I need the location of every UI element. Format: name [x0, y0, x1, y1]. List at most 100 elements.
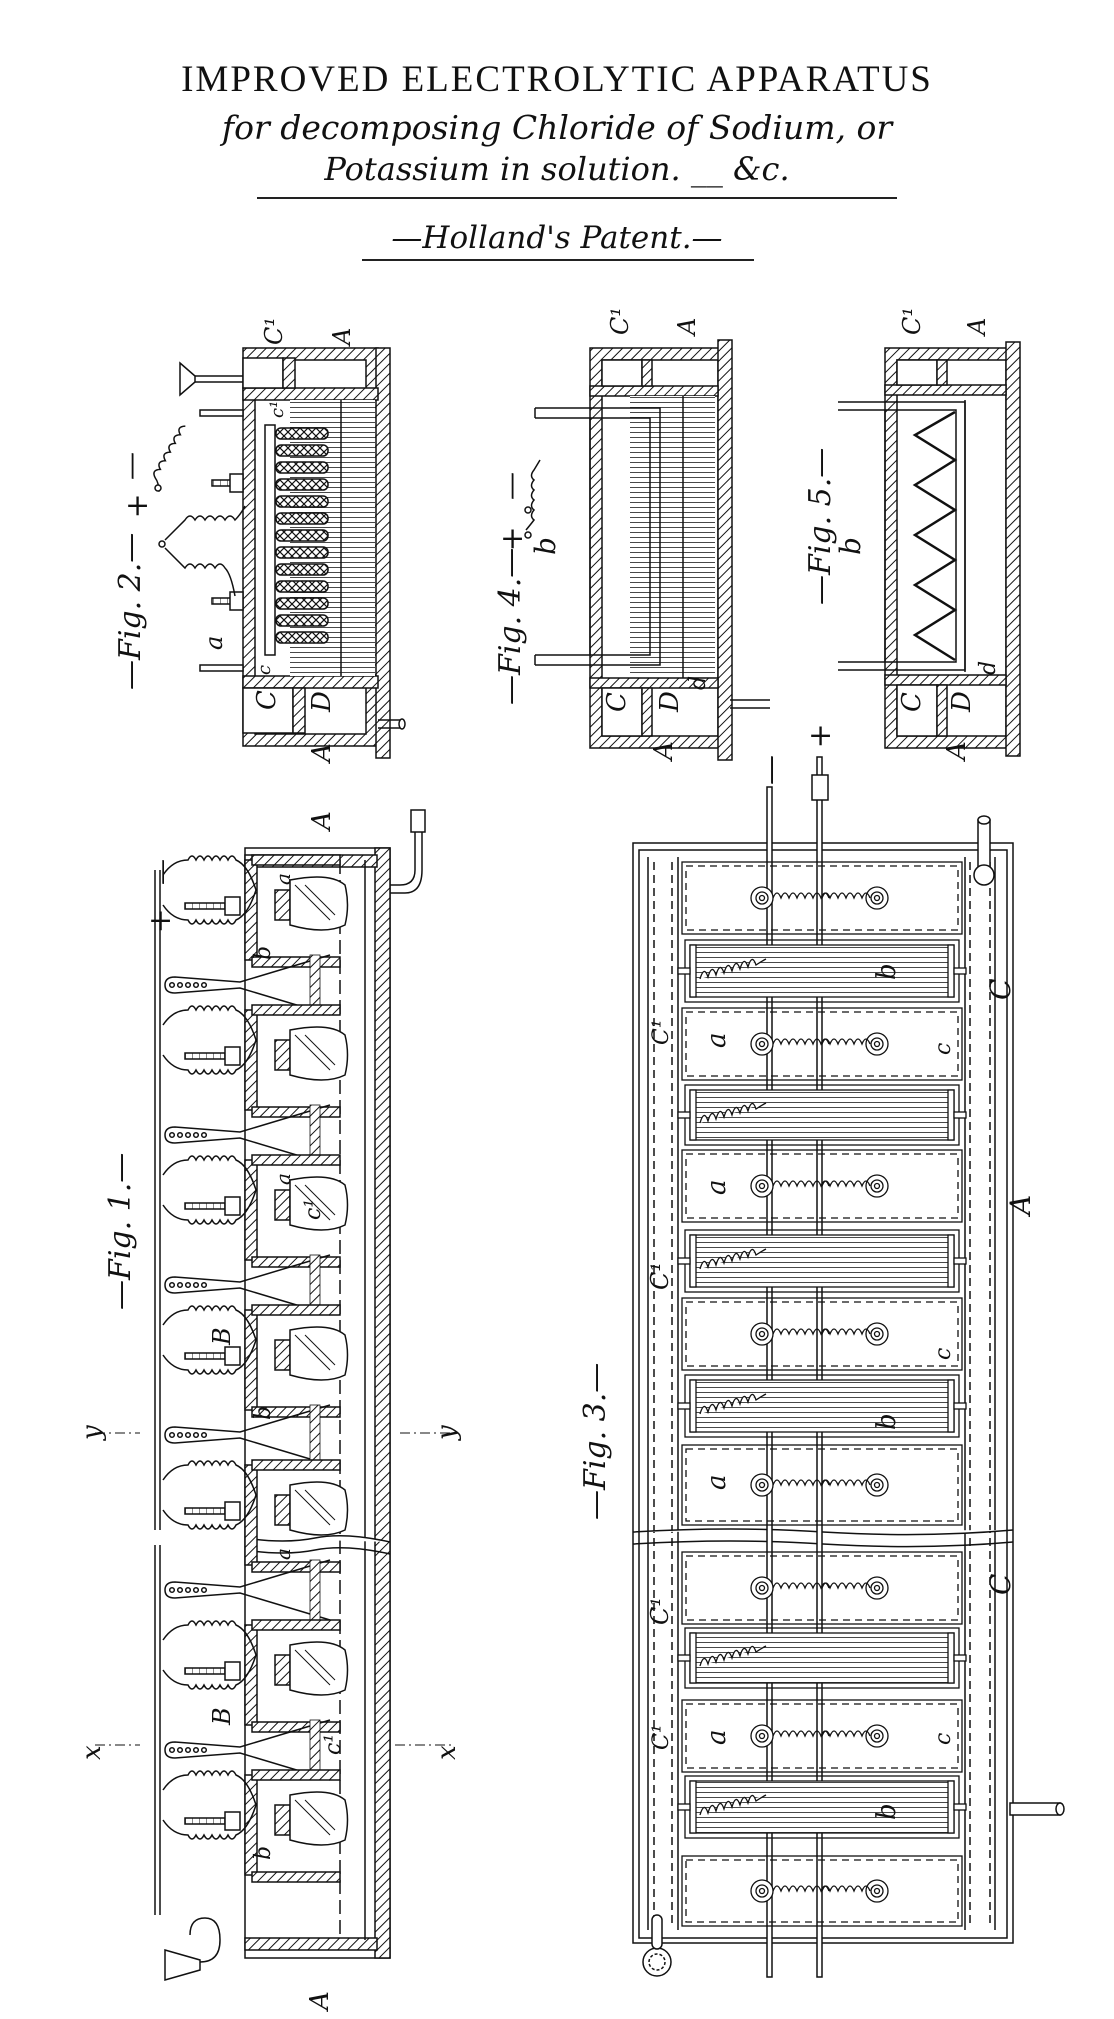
fig5-label-b: b: [834, 537, 867, 555]
fig3-anode-cell: [681, 1444, 963, 1526]
figure-4: —Fig. 4.— + — b C D d A A C¹: [493, 307, 770, 762]
fig4-plus-label: +: [500, 521, 525, 556]
fig3-label-C1-1: C¹: [649, 1019, 674, 1045]
fig3-label-C1-2: C¹: [646, 1262, 674, 1290]
fig4-caption: —Fig. 4.—: [493, 548, 528, 705]
fig3-anode-cell: [681, 1699, 963, 1773]
fig2-mesh-electrodes: [275, 427, 329, 644]
fig3-cathode-cell: [677, 1084, 967, 1146]
fig3-label-c-1: c: [931, 1043, 956, 1055]
figure-2: —Fig. 2.—: [113, 317, 406, 764]
fig1-anode-cell: [162, 1154, 349, 1268]
fig2-label-A-bottom: A: [307, 743, 337, 764]
fig1-anode-cell: [162, 1459, 349, 1573]
fig4-minus-label: —: [494, 472, 527, 500]
fig1-minus-label: —: [147, 859, 177, 885]
fig3-plus-label: +: [808, 718, 833, 753]
fig2-label-C: C: [252, 690, 282, 710]
drawing-title: IMPROVED ELECTROLYTIC APPARATUS: [181, 59, 933, 100]
fig1-anode-cell: [162, 1619, 349, 1733]
drawing-subtitle-line1: for decomposing Chloride of Sodium, or: [221, 108, 893, 147]
fig3-cathode-cell: [677, 1627, 967, 1689]
fig2-label-c1: c¹: [267, 401, 288, 418]
fig4-label-b: b: [529, 537, 562, 555]
fig3-label-A: A: [1004, 1195, 1037, 1218]
fig1-anode-cell: [162, 1769, 349, 1883]
figure-1: —Fig. 1.—: [103, 809, 426, 1959]
fig3-label-b-3: b: [872, 1803, 902, 1820]
fig3-label-b-2: b: [872, 1413, 902, 1430]
fig4-label-d: d: [686, 676, 711, 690]
fig1-label-a-1: a: [271, 873, 295, 885]
patent-underline: [362, 259, 754, 261]
fig1-funnel: [164, 1917, 221, 1981]
fig1-caption: —Fig. 1.—: [103, 1153, 138, 1310]
fig5-label-D: D: [947, 691, 977, 713]
title-underline: [257, 197, 897, 199]
patent-name: —Holland's Patent.—: [391, 220, 723, 256]
fig4-label-D: D: [655, 691, 685, 713]
fig3-label-a-3: a: [702, 1474, 732, 1490]
fig2-plus-label: +: [125, 488, 150, 523]
fig1-cathode-b: [164, 1719, 331, 1781]
fig5-label-C1: C¹: [898, 307, 926, 335]
fig5-label-A-bottom: A: [942, 741, 972, 762]
fig3-cathode-cell: [677, 1229, 967, 1293]
fig4-label-A-bottom: A: [649, 741, 679, 762]
fig1-label-y-left: y: [77, 1425, 107, 1441]
fig3-cathode-cell: [677, 1775, 967, 1839]
fig3-cells: [677, 861, 967, 1927]
figure-5: —Fig. 5.— b C D d A A C¹: [803, 307, 1021, 762]
fig3-cathode-cell: [677, 939, 967, 1003]
fig3-label-c-2: c: [931, 1348, 956, 1360]
fig1-label-B-2: B: [208, 1707, 236, 1726]
fig4-label-A-top: A: [673, 318, 701, 337]
fig1-cathode-b: [164, 1404, 331, 1466]
fig1-label-b-3: b: [251, 1846, 276, 1860]
fig3-caption: —Fig. 3.—: [578, 1363, 613, 1520]
fig3-label-c-3: c: [931, 1733, 956, 1745]
fig1-label-c1-2: c¹: [321, 1734, 346, 1755]
fig3-anode-cell: [681, 1149, 963, 1223]
fig3-label-C1-4: C¹: [649, 1724, 674, 1750]
fig3-anode-cell: [681, 861, 963, 935]
fig1-anode-cell: [162, 1304, 349, 1418]
fig3-label-a-4: a: [702, 1729, 732, 1745]
fig3-label-C-1: C: [984, 979, 1017, 1000]
fig1-label-b-2: b: [251, 1406, 276, 1420]
fig3-anode-cell: [681, 1007, 963, 1081]
fig5-label-d: d: [976, 661, 1001, 675]
fig5-caption: —Fig. 5.—: [803, 448, 838, 605]
fig1-label-B-1: B: [208, 1327, 236, 1346]
fig1-anode-cell: [162, 854, 349, 968]
fig2-label-a: a: [200, 636, 228, 650]
fig1-label-a-2: a: [271, 1173, 295, 1185]
fig2-label-A-top: A: [328, 328, 356, 347]
fig2-caption: —Fig. 2.—: [113, 533, 148, 690]
fig3-anode-cell: [681, 1855, 963, 1927]
fig1-label-A-bottom: A: [305, 1991, 335, 2012]
fig1-cells: [162, 854, 349, 1883]
fig3-anode-cell: [681, 1551, 963, 1625]
fig3-label-a-2: a: [702, 1179, 732, 1195]
drawing-subtitle-line2: Potassium in solution. __ &c.: [324, 150, 790, 188]
fig1-label-x-right: x: [432, 1745, 462, 1760]
fig2-label-c: c: [254, 665, 275, 675]
fig2-minus-label: —: [114, 452, 147, 480]
fig1-label-A-top: A: [307, 811, 337, 832]
fig1-plus-label: +: [148, 903, 173, 938]
fig2-label-D: D: [307, 691, 337, 713]
fig1-cathode-b: [164, 1559, 331, 1621]
fig5-label-A-top: A: [963, 318, 991, 337]
fig1-label-c1-1: c¹: [301, 1199, 326, 1220]
fig1-label-x-left: x: [77, 1745, 107, 1760]
fig3-anode-cell: [681, 1297, 963, 1371]
fig2-label-C1: C¹: [260, 317, 288, 345]
fig1-label-b-1: b: [251, 946, 276, 960]
fig3-label-b-1: b: [872, 963, 902, 980]
fig1-label-a-3: a: [271, 1548, 295, 1560]
fig3-minus-label: —: [753, 755, 788, 785]
fig3-cathode-cell: [677, 1374, 967, 1438]
fig3-label-a-1: a: [702, 1032, 732, 1048]
